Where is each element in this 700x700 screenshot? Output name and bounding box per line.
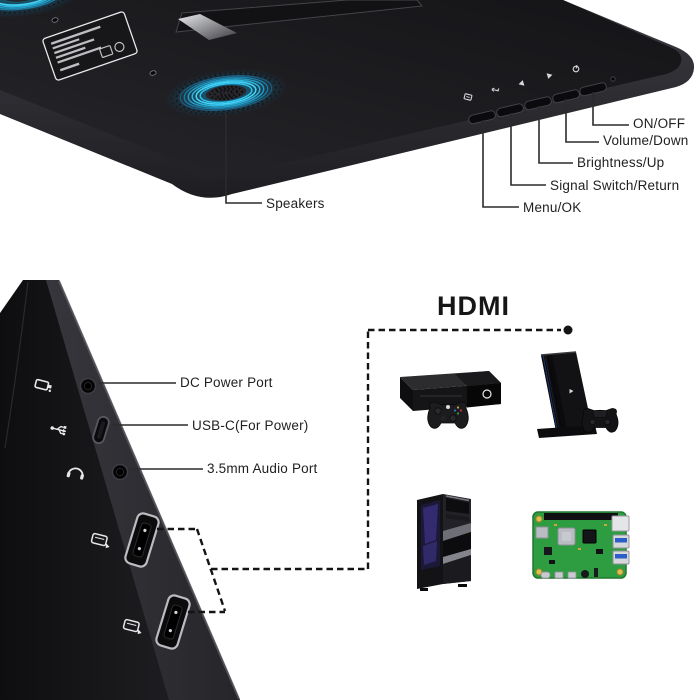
audio-port [111, 463, 129, 481]
usb-c-label: USB-C(For Power) [192, 418, 309, 433]
on-off-label: ON/OFF [633, 116, 686, 131]
ps4-controller [581, 408, 619, 433]
audio-port-label: 3.5mm Audio Port [207, 461, 318, 476]
connector-dot [563, 325, 573, 335]
menu-icon [463, 93, 473, 101]
monitor-back-photo [0, 0, 695, 198]
speaker-grille [0, 0, 84, 19]
hdmi-port-2 [155, 594, 191, 650]
screw-hole [51, 17, 157, 76]
arrow-up-icon [518, 80, 525, 86]
control-button [552, 89, 580, 104]
kickstand-slot [175, 0, 423, 40]
callout-line [482, 120, 519, 208]
power-led [610, 76, 616, 82]
return-icon [491, 87, 500, 92]
speakers-label: Speakers [266, 196, 325, 211]
regulatory-label [42, 11, 138, 81]
callout-line [565, 99, 599, 143]
dc-plug-icon [34, 378, 52, 393]
power-icon [572, 64, 580, 73]
callout-line [592, 92, 629, 126]
control-button [579, 82, 607, 97]
hdmi-title: HDMI [437, 291, 510, 321]
dc-power-port [79, 377, 97, 395]
volume-down-label: Volume/Down [603, 133, 689, 148]
headphone-icon [66, 467, 84, 480]
hdmi-port-1 [124, 512, 160, 568]
callout-line [510, 113, 546, 186]
signal-switch-label: Signal Switch/Return [550, 178, 680, 193]
raspberry-pi-image [532, 511, 630, 579]
hdmi-dashed-connector [157, 328, 561, 614]
speaker-grille [164, 68, 288, 118]
hdmi-icon [90, 532, 110, 549]
monitor-side-photo [0, 280, 573, 700]
hdmi-icon [122, 618, 142, 635]
callout-lines-top [225, 92, 629, 208]
menu-ok-label: Menu/OK [523, 200, 582, 215]
ps4-pro-image [537, 351, 619, 438]
monitor-back-surface [0, 0, 682, 180]
callout-lines-ports [98, 382, 203, 470]
usb-c-port [92, 415, 110, 445]
dc-power-label: DC Power Port [180, 375, 273, 390]
pc-tower-image [417, 494, 471, 591]
xbox-one-image [400, 371, 501, 429]
usb-icon [50, 425, 67, 436]
xbox-controller [427, 401, 469, 429]
callout-line [538, 106, 573, 164]
arrow-down-icon [546, 73, 553, 79]
control-buttons [468, 82, 607, 125]
brightness-up-label: Brightness/Up [577, 155, 665, 170]
callout-line [225, 113, 262, 204]
